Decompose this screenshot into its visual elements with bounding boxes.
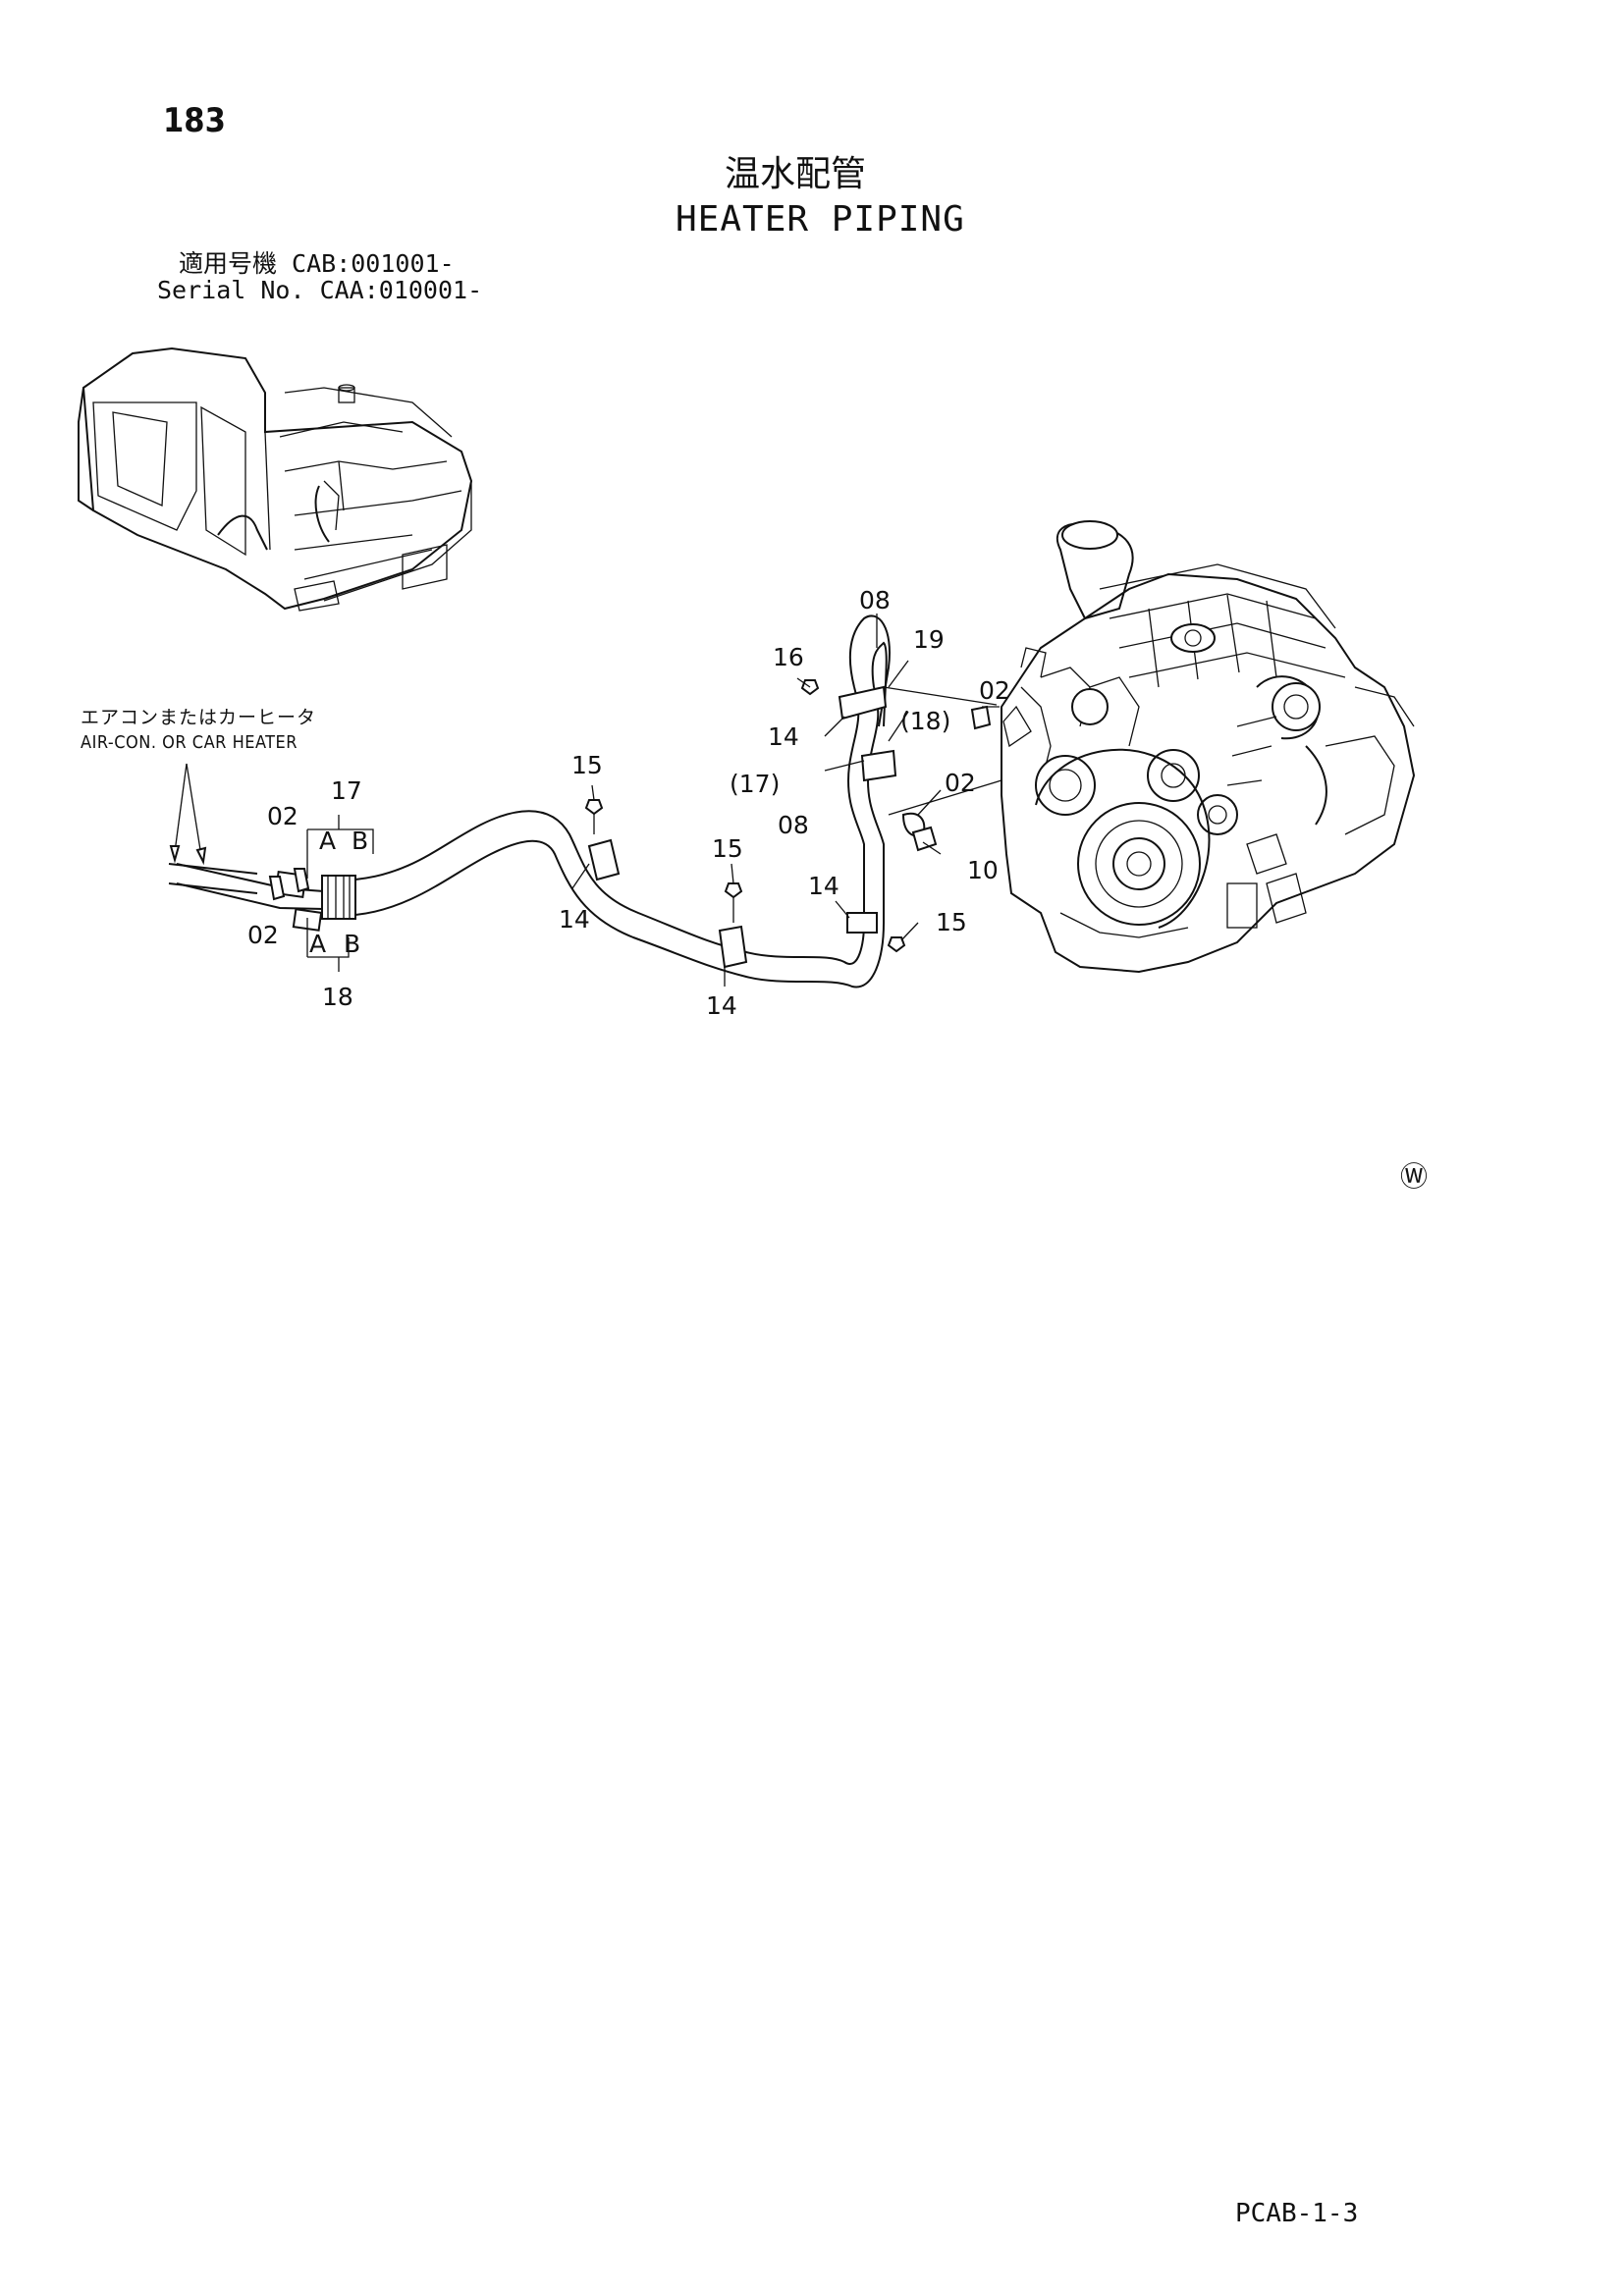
callout-18: 18 [322,983,353,1011]
page-number: 183 [163,101,226,140]
callout-15: 15 [936,908,967,936]
page-code: PCAB-1-3 [1235,2199,1359,2228]
page-title: HEATER PIPING [676,199,965,240]
callout-17: 17 [331,776,362,805]
heater-hose-assembly [168,614,1002,988]
callout-02: 02 [945,769,976,797]
callout-02: 02 [267,802,298,830]
callout-14: 14 [768,722,799,751]
callout-19: 19 [913,625,945,654]
label-a: A [319,827,336,855]
w-mark-symbol: Ⓦ [1400,1160,1428,1193]
part-callouts: 08 19 16 02 14 (18) (17) 02 08 10 15 15 … [247,586,1010,1020]
callout-02: 02 [979,676,1010,705]
w-mark-icon: Ⓦ [1400,1160,1428,1193]
callout-14: 14 [808,872,839,900]
callout-14: 14 [559,905,590,934]
callout-15: 15 [712,834,743,863]
callout-14: 14 [706,991,737,1020]
aircon-heater-note: AIR-CON. OR CAR HEATER [81,732,298,753]
label-b: B [352,827,368,855]
callout-02: 02 [247,921,279,949]
aircon-heater-note-japanese: エアコンまたはカーヒータ [81,707,317,728]
machine-overview-illustration [78,347,473,612]
aircon-reference-arrows [169,763,207,866]
applicable-serial-japanese: 適用号機 CAB:001001- [179,249,455,278]
callout-10: 10 [967,856,999,884]
callout-17-reference: (17) [730,770,780,798]
applicable-serial: Serial No. CAA:010001- [157,276,483,304]
callout-16: 16 [773,643,804,671]
engine-illustration [1001,520,1416,974]
callout-18-reference: (18) [900,707,950,735]
callout-15: 15 [571,751,603,779]
page-title-japanese: 温水配管 [725,154,867,194]
callout-08: 08 [859,586,891,614]
callout-08: 08 [778,811,809,839]
label-b: B [344,930,360,958]
leader-lines [306,614,1000,987]
label-a: A [309,930,326,958]
